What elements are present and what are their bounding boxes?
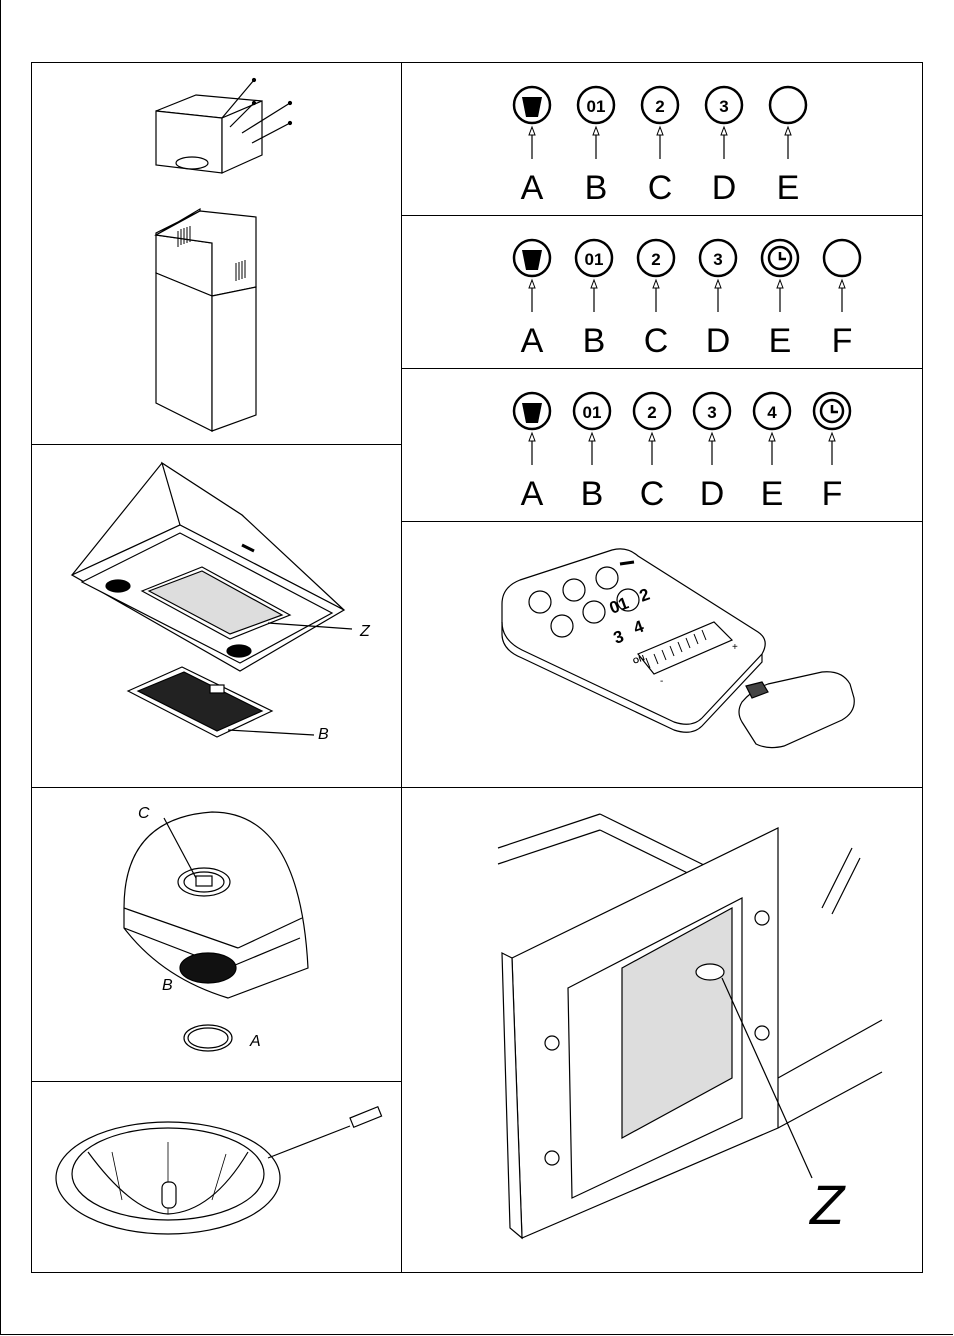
control-letter-c: C — [644, 322, 669, 360]
arrow-head-icon — [768, 431, 776, 442]
box-filter-label: Z — [808, 1173, 846, 1236]
control-letter-b: B — [581, 475, 604, 513]
control-letter-c: C — [640, 475, 665, 513]
fan-icon — [522, 403, 542, 423]
control-button-label: 3 — [713, 250, 722, 269]
control-button-3 — [636, 238, 676, 278]
lamp-label-b: B — [162, 977, 173, 994]
control-letter-d: D — [700, 475, 725, 513]
lamp-illustration — [55, 1105, 383, 1235]
control-row-1: A 01B 2C 3D E — [512, 85, 808, 207]
control-letter-f: F — [832, 322, 853, 360]
arrow-head-icon — [588, 431, 596, 442]
control-letter-b: B — [585, 169, 608, 207]
control-letter-e: E — [761, 475, 784, 513]
control-button-5 — [752, 391, 792, 431]
control-button-label: 01 — [587, 97, 606, 116]
control-button-label: 4 — [767, 403, 777, 422]
control-letter-f: F — [822, 475, 843, 513]
remote-illustration: 01 2 3 4 ON + - — [501, 548, 855, 749]
remote-label-plus: + — [732, 642, 738, 653]
control-button-label: 3 — [707, 403, 716, 422]
control-button-label: 3 — [719, 97, 728, 116]
control-letter-a: A — [521, 475, 544, 513]
panel-lamp-cover: C B A — [31, 787, 402, 1083]
control-button-label: 01 — [585, 250, 604, 269]
arrow-head-icon — [656, 125, 664, 136]
fan-icon — [522, 250, 542, 270]
arrow-head-icon — [720, 125, 728, 136]
control-button-label: 2 — [651, 250, 660, 269]
panel-remote: 01 2 3 4 ON + - — [401, 521, 923, 789]
hood-filter-illustration: Z B — [70, 461, 371, 743]
panel-lamp — [31, 1081, 402, 1273]
control-button-label: 01 — [583, 403, 602, 422]
control-button-label: 2 — [655, 97, 664, 116]
remote-label-on: ON — [632, 653, 647, 666]
control-button-2 — [574, 238, 614, 278]
remote-label-minus: - — [660, 676, 663, 687]
panel-chimney — [31, 62, 402, 446]
chimney-illustration — [154, 77, 293, 432]
filter-box-illustration: Z — [497, 813, 883, 1240]
arrow-head-icon — [590, 278, 598, 289]
arrow-head-icon — [592, 125, 600, 136]
arrow-head-icon — [784, 125, 792, 136]
arrow-head-icon — [776, 278, 784, 289]
control-letter-a: A — [521, 322, 544, 360]
control-button-4 — [704, 85, 744, 125]
control-letter-e: E — [777, 169, 800, 207]
control-button-2 — [572, 391, 612, 431]
clock-hands-icon — [778, 252, 786, 261]
lamp-label-a: A — [249, 1033, 261, 1050]
clock-hands-icon — [830, 405, 838, 414]
control-letter-d: D — [712, 169, 737, 207]
control-button-2 — [576, 85, 616, 125]
control-button-5 — [768, 85, 808, 125]
control-button-4 — [698, 238, 738, 278]
panel-filter-box: Z — [401, 787, 923, 1273]
lamp-label-c: C — [138, 805, 150, 822]
fan-icon — [522, 97, 542, 117]
control-button-6 — [822, 238, 862, 278]
arrow-head-icon — [528, 431, 536, 442]
arrow-head-icon — [648, 431, 656, 442]
control-letter-e: E — [769, 322, 792, 360]
control-button-4 — [692, 391, 732, 431]
arrow-head-icon — [708, 431, 716, 442]
lamp-cover-illustration: C B A — [123, 805, 309, 1052]
filter-label: Z — [359, 623, 371, 640]
control-letter-a: A — [521, 169, 544, 207]
control-letter-b: B — [583, 322, 606, 360]
control-letter-c: C — [648, 169, 673, 207]
arrow-head-icon — [528, 125, 536, 136]
control-button-label: 2 — [647, 403, 656, 422]
arrow-head-icon — [828, 431, 836, 442]
control-button-3 — [632, 391, 672, 431]
grease-filter-label: B — [318, 726, 329, 743]
arrow-head-icon — [714, 278, 722, 289]
arrow-head-icon — [528, 278, 536, 289]
clock-icon — [767, 245, 793, 271]
clock-icon — [819, 398, 845, 424]
arrow-head-icon — [838, 278, 846, 289]
control-letter-d: D — [706, 322, 731, 360]
control-button-3 — [640, 85, 680, 125]
arrow-head-icon — [652, 278, 660, 289]
panel-hood-filters: Z B — [31, 444, 402, 789]
